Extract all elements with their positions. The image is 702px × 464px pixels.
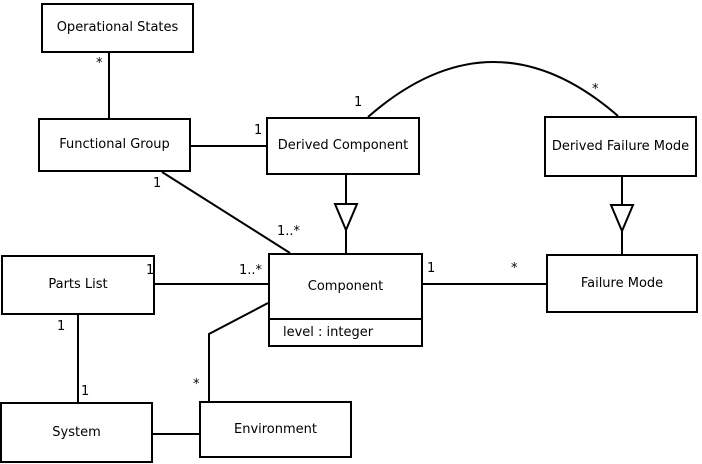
class-box-environment: Environment: [199, 401, 352, 458]
class-box-derived-component: Derived Component: [266, 117, 420, 175]
class-box-functional-group: Functional Group: [38, 118, 191, 172]
class-name-label: Parts List: [48, 277, 108, 292]
class-name-label: Derived Failure Mode: [551, 138, 690, 154]
generalization-arrowhead-icon: [333, 203, 359, 233]
class-box-derived-failure-mode: Derived Failure Mode: [544, 116, 697, 177]
class-box-component: Component level : integer: [268, 253, 423, 347]
multiplicity-system-end: 1: [81, 384, 90, 399]
multiplicity-derived-component-arc-end: 1: [354, 95, 363, 110]
generalization-arrowhead-icon: [609, 204, 635, 234]
class-box-failure-mode: Failure Mode: [546, 254, 698, 313]
generalization-derived-component-component: [333, 175, 359, 253]
multiplicity-operational-states-end: *: [96, 56, 103, 71]
generalization-derived-failure-mode-failure-mode: [609, 177, 635, 254]
multiplicity-derived-failure-mode-arc-end: *: [592, 82, 599, 97]
class-name-label: Functional Group: [59, 137, 170, 152]
edge-functional-group-component: [161, 171, 291, 254]
multiplicity-parts-list-component-end: 1: [146, 263, 155, 278]
class-name-label: Failure Mode: [580, 275, 664, 291]
class-name-label: System: [52, 424, 101, 440]
class-name-label: Operational States: [56, 20, 179, 35]
multiplicity-parts-list-system-end: 1: [57, 319, 66, 334]
class-box-system: System: [0, 402, 153, 463]
class-box-operational-states: Operational States: [41, 3, 194, 53]
class-name-label: Environment: [233, 421, 317, 437]
multiplicity-component-parts-list-end: 1..*: [239, 263, 263, 278]
multiplicity-failure-mode-end: *: [511, 261, 518, 276]
edge-derived-component-derived-failure-mode-arc: [367, 61, 619, 118]
class-name-label: Component: [307, 278, 384, 294]
multiplicity-derived-component-assoc-end: 1: [254, 123, 263, 138]
class-box-parts-list: Parts List: [1, 255, 155, 315]
multiplicity-functional-group-diagonal-end: 1: [153, 176, 162, 191]
class-name-label: Derived Component: [277, 138, 409, 153]
edge-component-environment: [208, 302, 269, 401]
multiplicity-component-diagonal-end: 1..*: [277, 224, 301, 239]
class-attribute-text: level : integer: [270, 318, 421, 345]
multiplicity-component-failure-mode-end: 1: [427, 261, 436, 276]
multiplicity-environment-end: *: [193, 377, 200, 392]
